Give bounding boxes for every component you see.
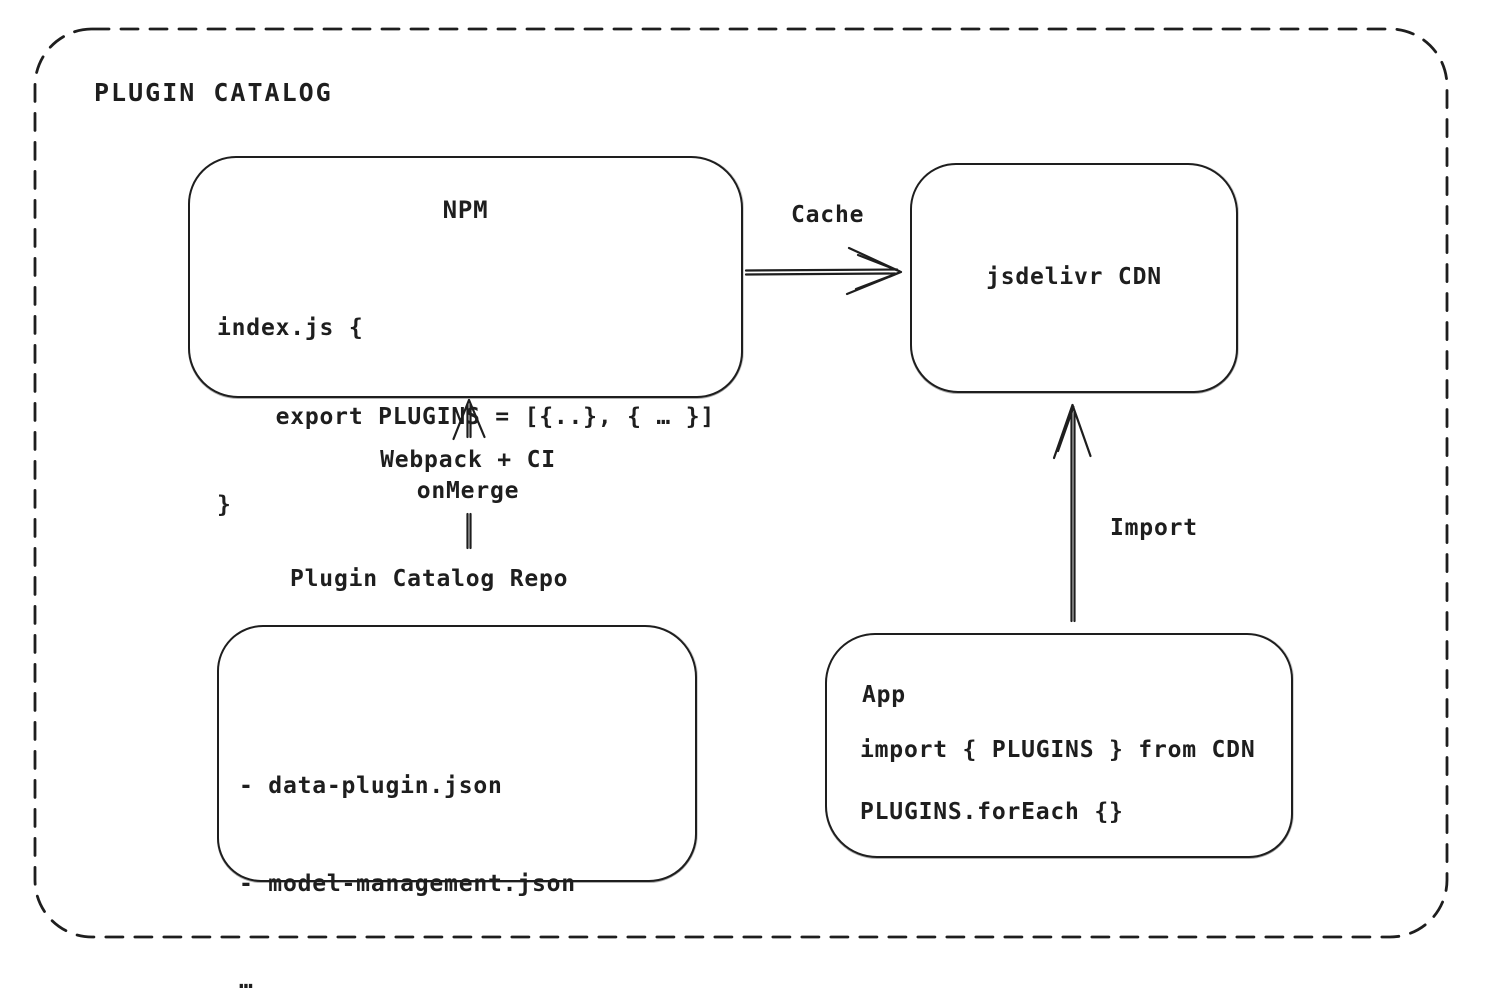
cache-arrow [744,246,903,296]
repo-node: - data-plugin.json - model-management.js… [217,625,697,994]
import-arrow [1052,403,1092,623]
repo-file-item: - data-plugin.json [239,773,503,799]
app-code-line: import { PLUGINS } from CDN [860,737,1256,763]
npm-code-line: } [217,492,232,518]
npm-node: NPM index.js { export PLUGINS = [{..}, {… [188,156,743,518]
repo-node-heading: Plugin Catalog Repo [290,566,569,592]
import-arrow-label: Import [1110,515,1198,541]
build-arrow-label-line1: Webpack + CI [380,447,556,473]
app-node: App import { PLUGINS } from CDN PLUGINS.… [825,633,1293,858]
npm-code-line: export PLUGINS = [{..}, { … }] [217,403,716,430]
npm-code-line: index.js { [217,315,364,341]
build-arrow-label-line2: onMerge [416,478,520,504]
repo-file-list: - data-plugin.json - model-management.js… [239,705,576,1002]
repo-file-item: - model-management.json [239,870,576,897]
app-node-title: App [862,682,906,708]
cdn-node-label: jsdelivr CDN [986,264,1162,291]
repo-file-item: … [239,968,254,994]
cdn-node: jsdelivr CDN [910,163,1238,393]
app-code-line: PLUGINS.forEach {} [860,799,1124,825]
npm-code-block: index.js { export PLUGINS = [{..}, { … }… [217,255,715,580]
npm-node-title: NPM [442,196,489,224]
cache-arrow-label: Cache [791,202,865,228]
diagram-title: PLUGIN CATALOG [94,78,333,107]
